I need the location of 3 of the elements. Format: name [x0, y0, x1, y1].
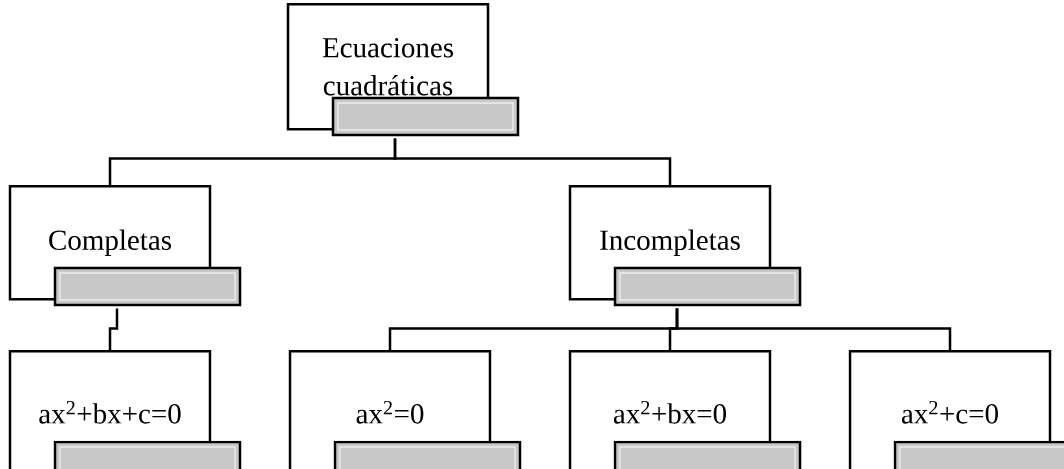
connector: [108, 308, 119, 350]
connector: [675, 308, 952, 350]
connector: [393, 138, 672, 185]
